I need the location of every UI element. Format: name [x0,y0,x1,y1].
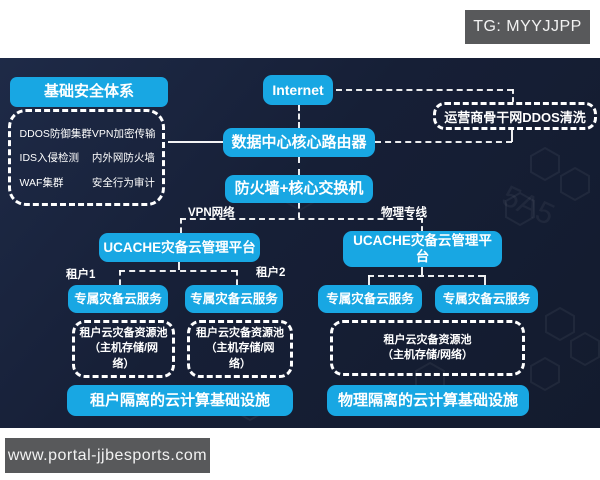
core-router-node: 数据中心核心路由器 [223,128,375,157]
connector-bus-ucache-right [421,218,423,231]
site-url-watermark-badge: www.portal-jjbesports.com [5,438,210,473]
connector-firewall-bus [298,203,300,218]
dedicated-service-1: 专属灾备云服务 [68,285,168,313]
label-physical-line: 物理专线 [381,207,427,219]
internet-node: Internet [263,75,333,105]
label-tenant-1: 租户1 [66,269,96,281]
connector-service-1-drop [119,270,121,285]
connector-security-router [168,141,223,143]
dedicated-service-2: 专属灾备云服务 [185,285,283,313]
firewall-core-switch-node: 防火墙+核心交换机 [225,175,373,203]
security-item-ddos: DDOS防御集群 [19,127,92,140]
security-item-firewall: 内外网防火墙 [91,152,155,164]
carrier-ddos-cleaning-node: 运营商骨干网DDOS清洗 [433,102,597,130]
security-item-audit: 安全行为审计 [91,176,155,189]
tenant-resource-pool-3: 租户云灾备资源池 （主机存储/网络） [330,320,525,376]
connector-ddosclean-top-drop [512,89,514,102]
telegram-watermark-badge: TG: MYYJJPP [465,10,590,44]
connector-router-firewall [298,157,300,175]
connector-ucache-right-drop [421,266,423,275]
connector-service-4-drop [484,275,486,286]
security-system-header: 基础安全体系 [10,77,168,107]
bus-line [180,218,423,220]
connector-bus-ucache-left [180,218,182,233]
connector-ddosclean-bottom-drop [511,130,513,142]
security-capabilities-panel: DDOS防御集群 VPN加密传输 IDS入侵检测 内外网防火墙 WAF集群 安全… [8,109,165,206]
dedicated-service-3: 专属灾备云服务 [318,285,422,313]
label-tenant-2: 租户2 [256,267,286,279]
connector-ucache-left-drop [178,262,180,270]
tenant-resource-pool-2: 租户云灾备资源池 （主机存储/网 络） [187,320,293,378]
connector-internet-router [298,105,300,128]
security-item-ids: IDS入侵检测 [19,152,80,164]
svg-text:5A5: 5A5 [497,179,559,231]
ucache-platform-left: UCACHE灾备云管理平台 [99,233,260,262]
ucache-platform-right: UCACHE灾备云管理平台 [343,231,502,267]
security-item-waf: WAF集群 [19,176,64,189]
label-vpn-network: VPN网络 [188,207,235,219]
tenant-resource-pool-1: 租户云灾备资源池 （主机存储/网 络） [72,320,175,378]
architecture-diagram: 5A5 VPN网络 物理专线 租户1 租户2 基础安全体系 DDOS防御集群 V… [0,58,600,428]
physically-isolated-infrastructure: 物理隔离的云计算基础设施 [327,385,529,416]
connector-internet-ddosclean [336,89,513,91]
left-tenant-bus [119,270,237,272]
connector-router-ddosclean [375,141,512,143]
tenant-isolated-infrastructure: 租户隔离的云计算基础设施 [67,385,293,416]
connector-service-2-drop [236,270,238,285]
right-tenant-bus [368,275,484,277]
connector-service-3-drop [368,275,370,286]
dedicated-service-4: 专属灾备云服务 [435,285,538,313]
security-item-vpn: VPN加密传输 [91,127,156,140]
